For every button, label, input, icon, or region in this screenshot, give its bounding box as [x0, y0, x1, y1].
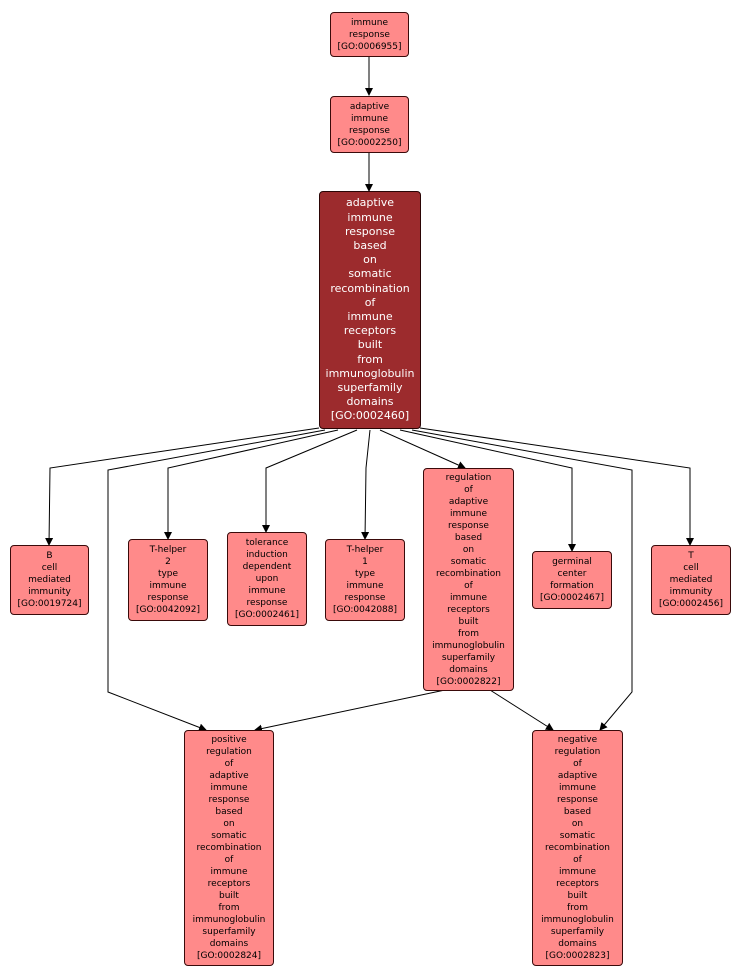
node-negative-regulation[interactable]: negative regulation of adaptive immune r…: [532, 730, 623, 966]
node-immune-response[interactable]: immune response [GO:0006955]: [330, 12, 409, 57]
node-positive-regulation[interactable]: positive regulation of adaptive immune r…: [184, 730, 274, 966]
edge-0002460-0002461: [262, 429, 358, 533]
node-adaptive-immune-response-somatic-recombination[interactable]: adaptive immune response based on somati…: [319, 191, 421, 429]
edge-0002460-0002822: [379, 429, 466, 469]
node-regulation-adaptive-immune-response[interactable]: regulation of adaptive immune response b…: [423, 468, 514, 691]
node-t-helper-2-immune-response[interactable]: T-helper 2 type immune response [GO:0042…: [128, 539, 208, 621]
edge-0002460-0002467: [399, 429, 576, 552]
node-t-helper-1-immune-response[interactable]: T-helper 1 type immune response [GO:0042…: [325, 539, 405, 621]
node-adaptive-immune-response[interactable]: adaptive immune response [GO:0002250]: [330, 96, 409, 153]
edge-0002460-0042088: [361, 429, 371, 540]
edge-0002460-0002823: [411, 429, 633, 731]
node-germinal-center-formation[interactable]: germinal center formation [GO:0002467]: [532, 551, 612, 609]
edge-0002822-0002823: [489, 689, 554, 731]
edge-0002460-0002824: [107, 429, 326, 732]
edge-0002822-0002824: [254, 689, 446, 733]
edge-0002460-0019724: [45, 427, 320, 546]
edge-0002460-0002456: [419, 427, 694, 546]
node-tolerance-induction[interactable]: tolerance induction dependent upon immun…: [227, 532, 307, 626]
node-b-cell-mediated-immunity[interactable]: B cell mediated immunity [GO:0019724]: [10, 545, 89, 615]
edge-0002460-0042092: [164, 429, 339, 540]
node-t-cell-mediated-immunity[interactable]: T cell mediated immunity [GO:0002456]: [651, 545, 731, 615]
